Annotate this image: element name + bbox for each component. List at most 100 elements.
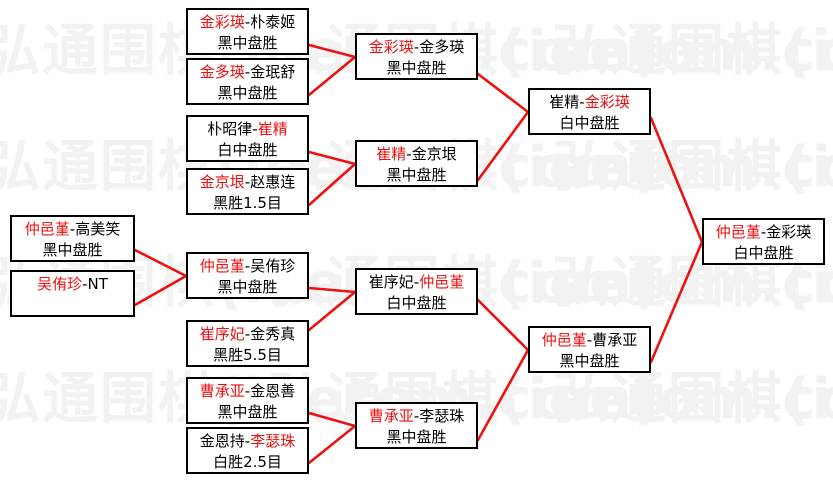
match-players: 崔精-金京垠: [357, 144, 476, 165]
match-players: 崔序妃-仲邑堇: [357, 272, 476, 293]
player-loser: 金恩持: [199, 432, 245, 450]
match-players: 仲邑堇-吴侑珍: [188, 256, 307, 277]
player-winner: 金彩瑛: [199, 13, 245, 31]
player-winner: 曹承亚: [199, 382, 245, 400]
match-box[interactable]: 金彩瑛-金多瑛黑中盘胜: [355, 33, 478, 80]
player-separator: -: [579, 93, 585, 111]
connector-line: [649, 116, 704, 244]
watermark-text: 弘通围棋(ioetom.com): [552, 135, 833, 200]
player-winner: 金彩瑛: [368, 38, 414, 56]
player-loser: NT: [87, 275, 108, 293]
player-separator: -: [244, 325, 251, 343]
match-result: 白中盘胜: [559, 114, 620, 132]
player-loser: 曹承亚: [592, 331, 638, 349]
player-winner: 金彩瑛: [584, 93, 630, 111]
player-loser: 朴泰姬: [250, 13, 296, 31]
match-players: 金京垠-赵惠连: [188, 172, 307, 193]
watermark-text: 弘通围棋(ioetom.com): [268, 135, 833, 200]
match-result: 黑中盘胜: [386, 428, 447, 446]
match-box[interactable]: 金彩瑛-朴泰姬黑中盘胜: [186, 8, 309, 55]
watermark-text: 弘通围棋(ioetom.com): [268, 19, 833, 84]
match-box[interactable]: 朴昭律-崔精白中盘胜: [186, 115, 309, 162]
match-players: 仲邑堇-金彩瑛: [704, 222, 823, 243]
match-box[interactable]: 金恩持-李瑟珠白胜2.5目: [186, 427, 309, 474]
match-result: 白胜2.5目: [213, 453, 282, 471]
connector-line: [307, 162, 357, 207]
player-separator: -: [413, 407, 420, 425]
player-separator: -: [406, 145, 412, 163]
player-loser: 崔精: [549, 93, 580, 111]
player-loser: 赵惠连: [250, 173, 296, 191]
connector-line: [133, 274, 188, 307]
player-loser: 吴侑珍: [250, 257, 296, 275]
match-result: 黑中盘胜: [42, 241, 103, 259]
connector-line: [133, 248, 188, 278]
player-loser: 金彩瑛: [766, 223, 812, 241]
match-players: 仲邑堇-曹承亚: [530, 330, 649, 351]
watermark-text: 弘通围棋(ioetom.com): [0, 367, 662, 432]
match-box[interactable]: 仲邑堇-曹承亚黑中盘胜: [528, 326, 651, 373]
match-result: [12, 295, 133, 316]
player-separator: -: [413, 38, 420, 56]
player-winner: 崔精: [257, 120, 288, 138]
player-winner: 崔精: [376, 145, 407, 163]
connector-line: [476, 72, 530, 114]
match-box[interactable]: 金多瑛-金珉舒黑中盘胜: [186, 58, 309, 105]
match-players: 仲邑堇-高美笑: [12, 219, 133, 240]
match-players: 金多瑛-金珉舒: [188, 62, 307, 83]
match-box[interactable]: 崔序妃-金秀真黑胜5.5目: [186, 320, 309, 367]
match-box[interactable]: 崔精-金彩瑛白中盘胜: [528, 88, 651, 135]
player-winner: 吴侑珍: [37, 275, 83, 293]
match-box[interactable]: 吴侑珍-NT: [10, 270, 135, 317]
match-players: 金彩瑛-朴泰姬: [188, 12, 307, 33]
connector-line: [307, 43, 357, 59]
match-box[interactable]: 仲邑堇-吴侑珍黑中盘胜: [186, 252, 309, 299]
match-players: 朴昭律-崔精: [188, 119, 307, 140]
match-box[interactable]: 崔精-金京垠黑中盘胜: [355, 140, 478, 187]
match-box[interactable]: 仲邑堇-高美笑黑中盘胜: [10, 215, 135, 262]
match-players: 曹承亚-金恩善: [188, 381, 307, 402]
match-box[interactable]: 崔序妃-仲邑堇白中盘胜: [355, 268, 478, 315]
watermark-text: 弘通围棋(ioetom.com): [552, 367, 833, 432]
match-result: 白中盘胜: [386, 294, 447, 312]
player-separator: -: [244, 173, 251, 191]
player-separator: -: [69, 220, 76, 238]
connector-line: [307, 290, 357, 332]
connector-line: [649, 240, 704, 364]
match-box[interactable]: 曹承亚-李瑟珠黑中盘胜: [355, 402, 478, 449]
connector-line: [307, 55, 357, 97]
player-loser: 金多瑛: [419, 38, 465, 56]
watermark-text: 弘通围棋(ioetom.com): [0, 135, 662, 200]
player-loser: 金京垠: [411, 145, 457, 163]
match-box[interactable]: 曹承亚-金恩善黑中盘胜: [186, 377, 309, 424]
player-loser: 高美笑: [75, 220, 121, 238]
player-loser: 金秀真: [250, 325, 296, 343]
match-result: 黑中盘胜: [386, 166, 447, 184]
player-separator: -: [413, 273, 420, 291]
watermark-text: 弘通围棋(ioetom.com): [268, 367, 833, 432]
connector-line: [476, 110, 530, 182]
match-box[interactable]: 仲邑堇-金彩瑛白中盘胜: [702, 218, 825, 265]
player-winner: 崔序妃: [199, 325, 245, 343]
player-winner: 仲邑堇: [715, 223, 761, 241]
connector-line: [476, 298, 530, 352]
match-result: 黑中盘胜: [217, 403, 278, 421]
watermark-text: 弘通围棋(ioetom.com): [552, 19, 833, 84]
player-winner: 金多瑛: [199, 63, 245, 81]
player-loser: 金珉舒: [250, 63, 296, 81]
match-players: 崔序妃-金秀真: [188, 324, 307, 345]
match-result: 黑中盘胜: [217, 278, 278, 296]
match-box[interactable]: 金京垠-赵惠连黑胜1.5目: [186, 168, 309, 215]
player-winner: 仲邑堇: [541, 331, 587, 349]
player-separator: -: [82, 275, 88, 293]
player-separator: -: [244, 382, 251, 400]
match-result: 白中盘胜: [733, 244, 794, 262]
match-players: 金彩瑛-金多瑛: [357, 37, 476, 58]
match-result: 黑中盘胜: [559, 352, 620, 370]
match-result: 黑胜5.5目: [213, 346, 282, 364]
player-loser: 金恩善: [250, 382, 296, 400]
match-result: 黑胜1.5目: [213, 194, 282, 212]
match-players: 吴侑珍-NT: [12, 274, 133, 295]
match-result: 黑中盘胜: [217, 34, 278, 52]
connector-line: [307, 286, 357, 294]
